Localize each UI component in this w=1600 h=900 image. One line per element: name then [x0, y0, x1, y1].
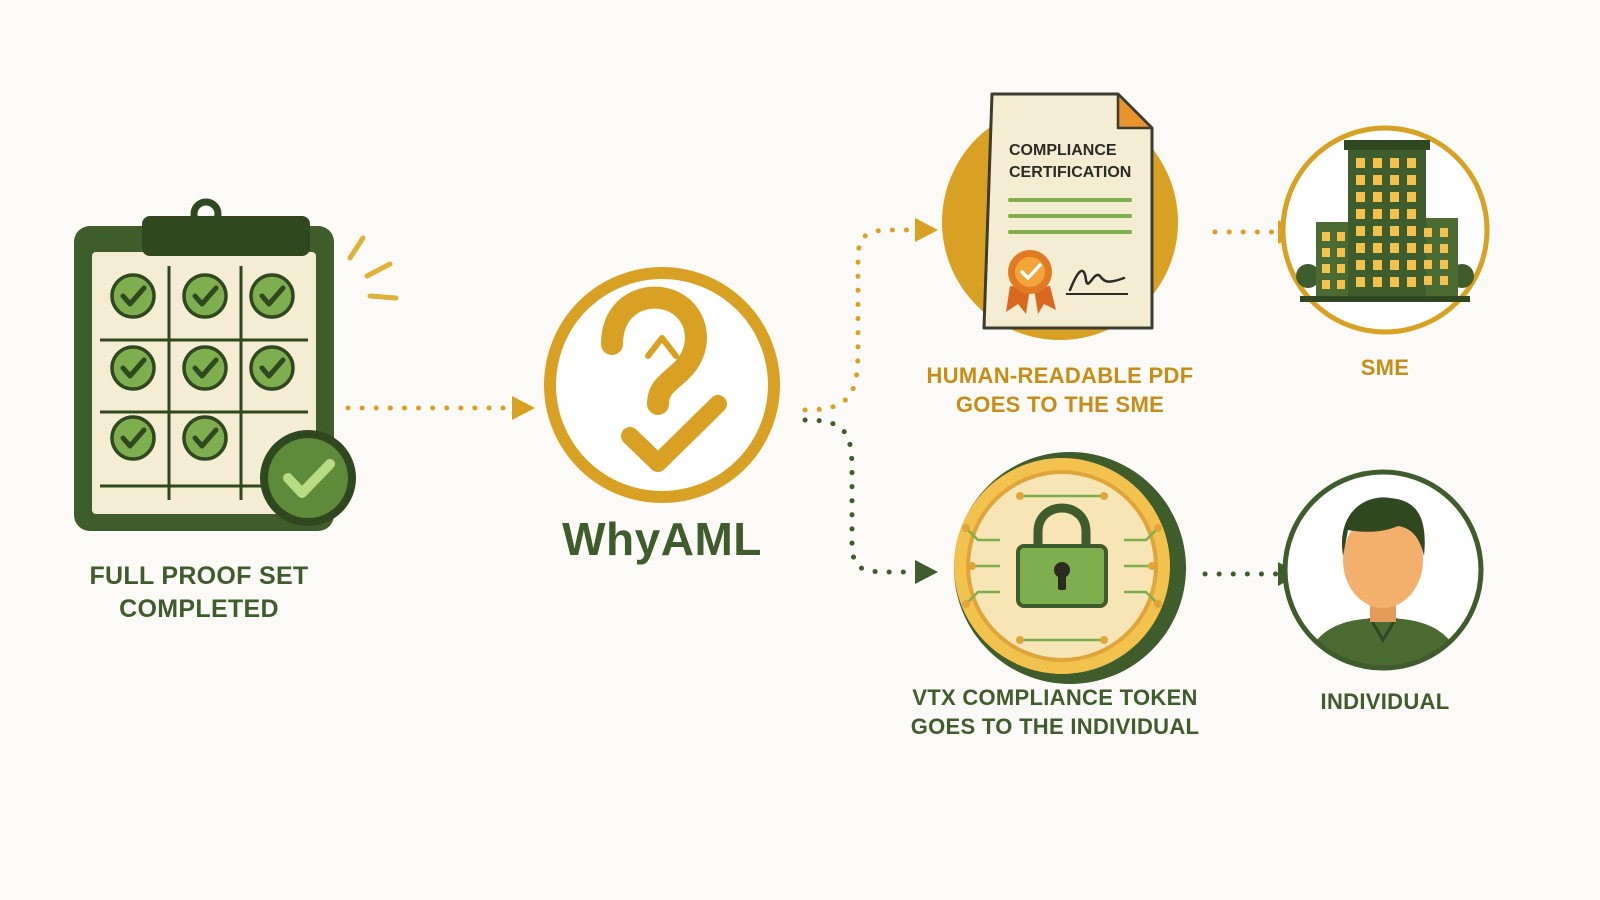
building-window — [1337, 264, 1345, 273]
lock-token-icon — [954, 452, 1186, 684]
building-window — [1440, 244, 1448, 253]
building-window — [1373, 158, 1382, 168]
building-window — [1390, 175, 1399, 185]
building-window — [1373, 277, 1382, 287]
person-avatar-icon — [1282, 469, 1484, 671]
building-window — [1407, 260, 1416, 270]
building-window — [1356, 226, 1365, 236]
building-window — [1440, 228, 1448, 237]
building-window — [1356, 209, 1365, 219]
building-window — [1373, 192, 1382, 202]
building-window — [1390, 209, 1399, 219]
building-window — [1390, 226, 1399, 236]
building-window — [1356, 277, 1365, 287]
building-window — [1322, 264, 1330, 273]
office-building-icon — [1280, 125, 1490, 335]
building-window — [1407, 277, 1416, 287]
building-window — [1322, 232, 1330, 241]
building-window — [1373, 243, 1382, 253]
check-cell-icon — [249, 345, 295, 391]
building-window — [1390, 243, 1399, 253]
building-window — [1407, 209, 1416, 219]
whyaml-brand-label: WhyAML — [562, 513, 762, 565]
building-window — [1373, 175, 1382, 185]
proof-set-label: FULL PROOF SET COMPLETED — [89, 562, 309, 623]
check-cell-icon — [182, 345, 228, 391]
check-cell-icon — [110, 415, 156, 461]
building-window — [1322, 280, 1330, 289]
sme-label: SME — [1360, 355, 1410, 380]
pdf-label: HUMAN-READABLE PDF GOES TO THE SME — [926, 363, 1194, 417]
building-window — [1407, 243, 1416, 253]
check-cell-icon — [110, 345, 156, 391]
token-label: VTX COMPLIANCE TOKEN GOES TO THE INDIVID… — [910, 685, 1200, 739]
building-window — [1356, 175, 1365, 185]
checklist-clipboard-icon — [74, 198, 399, 531]
building-window — [1390, 277, 1399, 287]
check-cell-icon — [110, 273, 156, 319]
building-window — [1373, 226, 1382, 236]
building-window — [1356, 158, 1365, 168]
arrow-whyaml-to-pdf — [802, 218, 938, 413]
individual-label: INDIVIDUAL — [1320, 689, 1450, 714]
building-window — [1424, 244, 1432, 253]
building-window — [1356, 260, 1365, 270]
building-window — [1373, 209, 1382, 219]
building-window — [1440, 260, 1448, 269]
certificate-document-icon: COMPLIANCE CERTIFICATION — [942, 92, 1178, 340]
building-window — [1440, 276, 1448, 285]
certificate-title-line2: CERTIFICATION — [1009, 164, 1131, 181]
certificate-title-line1: COMPLIANCE — [1009, 142, 1117, 159]
check-cell-icon — [249, 273, 295, 319]
building-window — [1337, 248, 1345, 257]
building-window — [1407, 158, 1416, 168]
building-window — [1356, 192, 1365, 202]
check-cell-icon — [182, 273, 228, 319]
whyaml-logo-icon — [544, 267, 780, 503]
building-window — [1337, 280, 1345, 289]
building-window — [1407, 192, 1416, 202]
building-window — [1337, 232, 1345, 241]
building-window — [1390, 192, 1399, 202]
building-window — [1424, 260, 1432, 269]
arrow-whyaml-to-token — [802, 417, 938, 584]
building-window — [1373, 260, 1382, 270]
check-cell-icon — [182, 415, 228, 461]
building-window — [1407, 175, 1416, 185]
building-window — [1424, 276, 1432, 285]
building-window — [1390, 260, 1399, 270]
building-window — [1356, 243, 1365, 253]
building-window — [1424, 228, 1432, 237]
building-window — [1322, 248, 1330, 257]
arrow-proof-to-whyaml — [345, 396, 535, 420]
building-window — [1407, 226, 1416, 236]
building-window — [1390, 158, 1399, 168]
